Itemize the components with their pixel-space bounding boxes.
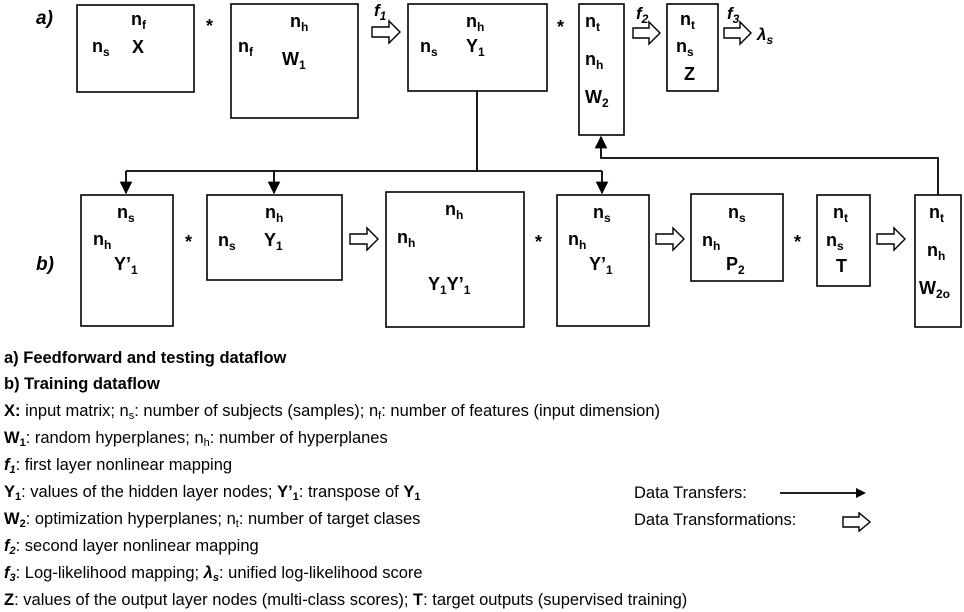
svg-text:ns: ns <box>728 202 746 225</box>
multiply-operator: * <box>206 16 213 36</box>
multiply-operator: * <box>794 232 801 252</box>
key-transformation-arrow-icon <box>842 512 872 532</box>
matrix-w2o: nt nh W2o <box>914 194 962 328</box>
matrix-z: nt ns Z <box>666 3 719 92</box>
svg-text:Y’1: Y’1 <box>589 254 613 277</box>
transformation-arrow-icon <box>349 226 379 252</box>
svg-text:nh: nh <box>265 202 283 225</box>
matrix-x: nf ns X <box>76 4 195 93</box>
legend-line-y1: Y1: values of the hidden layer nodes; Y’… <box>4 483 421 503</box>
matrix-y1-transpose: ns nh Y’1 <box>80 194 174 327</box>
f2-label: f2 <box>636 4 649 26</box>
legend-line-feedforward: a) Feedforward and testing dataflow <box>4 349 287 367</box>
matrix-y1-y1-transpose: nh nh Y1Y’1 <box>385 191 525 328</box>
svg-text:nt: nt <box>585 11 600 34</box>
transfer-arrow-icon <box>594 135 939 195</box>
svg-text:Z: Z <box>684 64 695 84</box>
matrix-w1: nh nf W1 <box>230 3 359 119</box>
legend-line-training: b) Training dataflow <box>4 375 160 393</box>
svg-text:W2o: W2o <box>919 278 950 301</box>
matrix-t: nt ns T <box>816 194 871 287</box>
svg-text:Y’1: Y’1 <box>114 254 138 277</box>
multiply-operator: * <box>557 17 564 37</box>
dataflow-diagram: a) b) nf ns X * nh nf W1 f1 nh ns Y1 * n… <box>36 1 962 328</box>
svg-text:nh: nh <box>445 199 463 222</box>
legend-line-w1: W1: random hyperplanes; nh: number of hy… <box>4 429 388 449</box>
svg-text:ns: ns <box>218 230 236 253</box>
svg-text:nt: nt <box>680 9 695 32</box>
svg-text:W2: W2 <box>585 87 609 110</box>
matrix-w2: nt nh W2 <box>578 3 625 136</box>
transformation-arrow-icon <box>655 226 685 252</box>
f3-label: f3 <box>727 4 740 26</box>
svg-text:P2: P2 <box>726 254 745 277</box>
svg-text:nf: nf <box>238 36 254 59</box>
legend-line-f1: f1: first layer nonlinear mapping <box>4 456 233 476</box>
matrix-y1-transpose: ns nh Y’1 <box>556 194 650 327</box>
f2-transformation-arrow-icon <box>632 20 661 46</box>
f3-transformation-arrow-icon <box>723 20 752 46</box>
key-data-transfers: Data Transfers: <box>634 484 747 502</box>
svg-text:nh: nh <box>585 49 603 72</box>
svg-text:ns: ns <box>826 230 844 253</box>
multiply-operator: * <box>185 232 192 252</box>
matrix-y1: nh ns Y1 <box>206 194 343 281</box>
svg-text:T: T <box>836 256 847 276</box>
svg-text:nt: nt <box>929 202 944 225</box>
lambda-score-label: λs <box>756 25 773 47</box>
svg-text:nh: nh <box>93 229 111 252</box>
f1-transformation-arrow-icon <box>371 19 401 45</box>
svg-text:X: X <box>132 37 144 57</box>
svg-text:Y1: Y1 <box>264 230 283 253</box>
svg-text:ns: ns <box>593 202 611 225</box>
f1-label: f1 <box>374 1 387 23</box>
multiply-operator: * <box>535 232 542 252</box>
svg-text:nh: nh <box>702 230 720 253</box>
transformation-arrow-icon <box>876 226 906 252</box>
svg-text:nh: nh <box>927 240 945 263</box>
matrix-p2: ns nh P2 <box>690 193 784 282</box>
legend-line-w2: W2: optimization hyperplanes; nt: number… <box>4 510 421 530</box>
section-label-a: a) <box>36 8 53 29</box>
svg-text:Y1: Y1 <box>466 36 485 59</box>
svg-text:nt: nt <box>833 202 848 225</box>
svg-text:nh: nh <box>397 227 415 250</box>
svg-text:ns: ns <box>420 36 438 59</box>
svg-text:ns: ns <box>92 36 110 59</box>
legend-line-f2: f2: second layer nonlinear mapping <box>4 537 259 557</box>
svg-text:nh: nh <box>290 11 308 34</box>
svg-text:nf: nf <box>131 9 147 32</box>
matrix-y1: nh ns Y1 <box>407 3 548 92</box>
section-label-b: b) <box>36 254 54 275</box>
key-transfer-arrow-icon <box>780 488 866 498</box>
key-data-transformations: Data Transformations: <box>634 511 797 529</box>
svg-text:ns: ns <box>676 36 694 59</box>
legend-line-f3: f3: Log-likelihood mapping; λs: unified … <box>4 564 423 584</box>
legend-line-z: Z: values of the output layer nodes (mul… <box>4 591 688 609</box>
svg-text:W1: W1 <box>282 49 306 72</box>
svg-text:nh: nh <box>568 229 586 252</box>
legend-line-x: X: input matrix; ns: number of subjects … <box>4 402 661 422</box>
svg-text:Y1Y’1: Y1Y’1 <box>428 274 471 297</box>
svg-text:ns: ns <box>117 202 135 225</box>
svg-text:nh: nh <box>466 11 484 34</box>
